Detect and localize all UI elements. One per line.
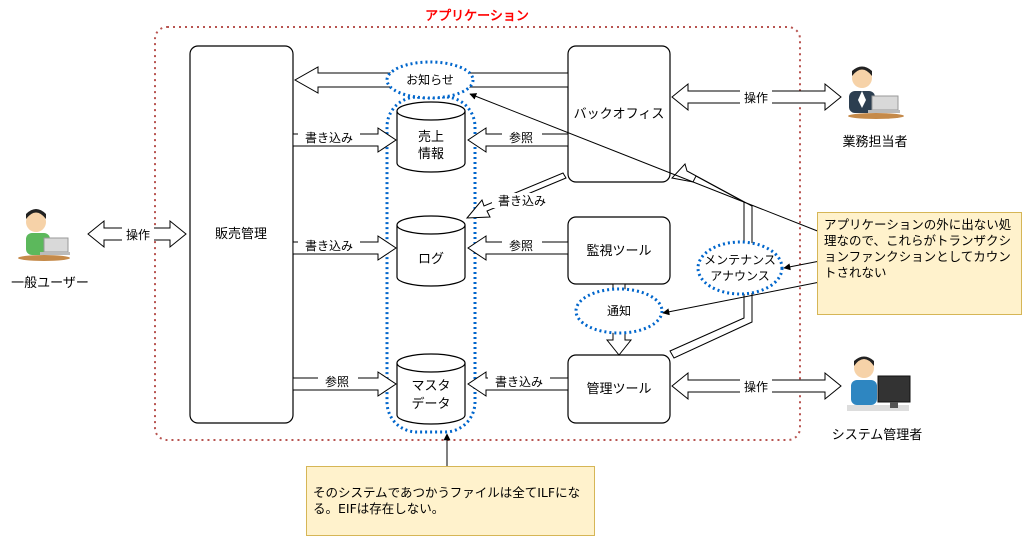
monitoring-tool-box[interactable]: 監視ツール — [567, 216, 671, 285]
svg-text:通知: 通知 — [607, 304, 631, 318]
svg-text:ログ: ログ — [418, 252, 444, 267]
svg-text:管理ツール: 管理ツール — [586, 382, 651, 397]
application-boundary — [154, 26, 801, 441]
label-reference-2: 参照 — [509, 130, 533, 145]
svg-text:情報: 情報 — [418, 147, 444, 162]
svg-text:マスタ: マスタ — [411, 379, 450, 394]
svg-text:お知らせ: お知らせ — [406, 73, 454, 87]
maintenance-announce-ellipse[interactable]: メンテナンス アナウンス — [696, 240, 784, 296]
datastore-log[interactable]: ログ — [396, 215, 466, 287]
label-reference-3: 参照 — [509, 238, 533, 253]
ilf-note: そのシステムであつかうファイルは全てILFになる。EIFは存在しない。 — [306, 466, 595, 536]
pointer-to-notify — [662, 281, 821, 316]
sales-management-box[interactable]: 販売管理 — [189, 45, 294, 424]
datastore-master[interactable]: マスタ データ — [396, 353, 466, 425]
svg-text:売上: 売上 — [418, 129, 444, 145]
businessman-laptop-icon — [848, 66, 904, 119]
svg-text:販売管理: 販売管理 — [215, 226, 267, 242]
label-operate-3: 操作 — [744, 379, 768, 394]
label-write-1: 書き込み — [305, 131, 353, 145]
person-desktop-icon — [847, 356, 911, 411]
pointer-to-maintenance — [783, 260, 821, 271]
svg-text:データ: データ — [411, 396, 450, 412]
business-staff-label: 業務担当者 — [842, 134, 907, 150]
label-write-3: 書き込み — [495, 375, 543, 389]
notice-ellipse[interactable]: お知らせ — [385, 60, 475, 100]
person-laptop-icon — [18, 209, 70, 261]
label-write-2: 書き込み — [305, 239, 353, 253]
label-write-4: 書き込み — [498, 194, 546, 208]
application-title: アプリケーション — [425, 9, 529, 24]
svg-text:バックオフィス: バックオフィス — [574, 107, 665, 122]
general-user-label: 一般ユーザー — [11, 275, 89, 291]
backoffice-box[interactable]: バックオフィス — [567, 45, 671, 183]
label-operate-2: 操作 — [744, 90, 768, 105]
datastore-group — [385, 95, 477, 434]
svg-text:監視ツール: 監視ツール — [586, 243, 651, 259]
svg-text:アナウンス: アナウンス — [710, 269, 770, 283]
label-reference-1: 参照 — [325, 374, 349, 389]
maintenance-arrow — [669, 163, 753, 359]
notify-ellipse[interactable]: 通知 — [574, 287, 664, 335]
transaction-note: アプリケーションの外に出ない処理なので、これらがトランザクションファンクションと… — [817, 212, 1022, 315]
admin-tool-box[interactable]: 管理ツール — [567, 354, 671, 424]
sys-admin-label: システム管理者 — [832, 428, 923, 443]
pointer-to-notice — [469, 93, 821, 233]
svg-text:メンテナンス: メンテナンス — [704, 253, 776, 267]
label-operate-1: 操作 — [126, 227, 150, 242]
datastore-sales-info[interactable]: 売上 情報 — [396, 101, 466, 173]
